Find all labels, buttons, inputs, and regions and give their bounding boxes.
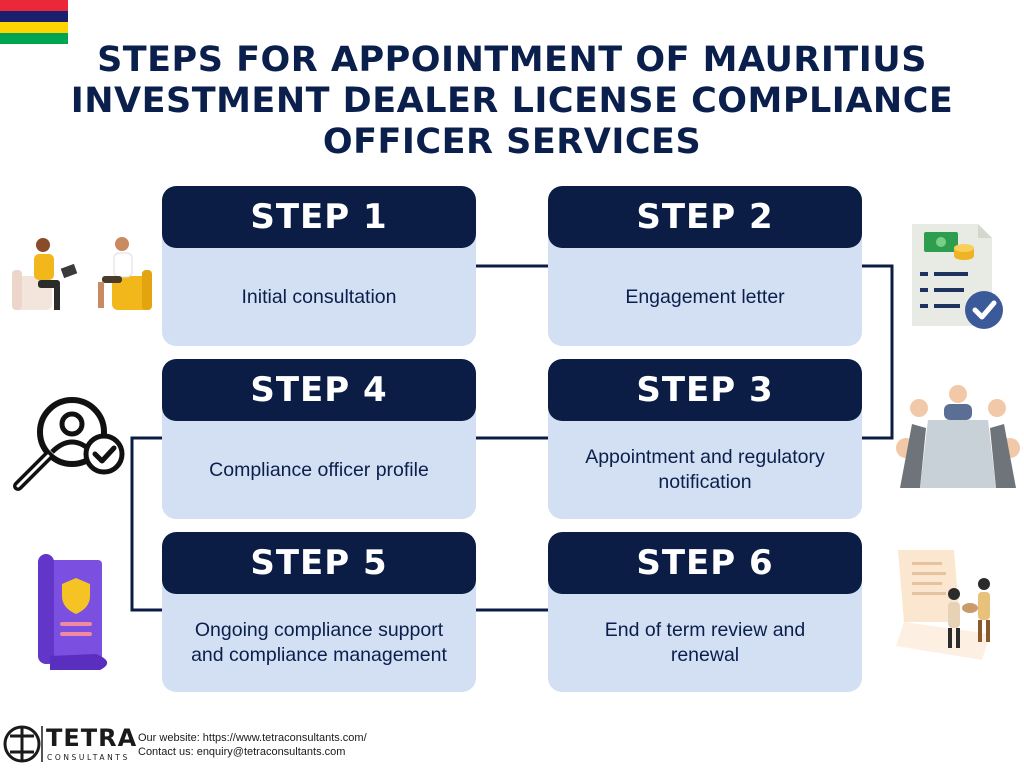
step-text: End of term review and renewal	[604, 619, 806, 666]
step-text: Appointment and regulatory notification	[585, 446, 825, 493]
brand-subtitle: CONSULTANTS	[47, 753, 130, 762]
contact-email[interactable]: Contact us: enquiry@tetraconsultants.com	[138, 746, 346, 758]
connector-step4-step5	[130, 436, 162, 612]
step-card-5: STEP 5 Ongoing compliance support and co…	[162, 532, 476, 692]
step-card-2: STEP 2 Engagement letter	[548, 186, 862, 346]
tetra-logo-icon	[3, 725, 43, 763]
step-text: Initial consultation	[241, 285, 397, 308]
step-label: STEP 6	[548, 532, 862, 594]
step-label: STEP 4	[162, 359, 476, 421]
page-title: STEPS FOR APPOINTMENT OF MAURITIUS INVES…	[70, 40, 954, 162]
document-check-icon	[912, 224, 1003, 329]
step-card-4: STEP 4 Compliance officer profile	[162, 359, 476, 519]
connector-step2-step3	[862, 264, 894, 440]
profile-search-icon	[13, 397, 125, 491]
step-label: STEP 5	[162, 532, 476, 594]
step-card-1: STEP 1 Initial consultation	[162, 186, 476, 346]
mauritius-flag-icon	[0, 0, 68, 44]
step-label: STEP 2	[548, 186, 862, 248]
shield-scroll-icon	[38, 554, 108, 670]
handshake-contract-icon	[896, 550, 990, 660]
consultation-illustration-icon	[12, 237, 152, 310]
step-label: STEP 1	[162, 186, 476, 248]
step-card-6: STEP 6 End of term review and renewal	[548, 532, 862, 692]
brand-name: TETRA	[46, 724, 138, 752]
step-text: Engagement letter	[625, 285, 785, 308]
step-card-3: STEP 3 Appointment and regulatory notifi…	[548, 359, 862, 519]
meeting-table-icon	[896, 385, 1020, 488]
step-label: STEP 3	[548, 359, 862, 421]
website-link[interactable]: Our website: https://www.tetraconsultant…	[138, 732, 367, 744]
step-text: Ongoing compliance support and complianc…	[191, 619, 447, 666]
step-text: Compliance officer profile	[209, 458, 429, 481]
